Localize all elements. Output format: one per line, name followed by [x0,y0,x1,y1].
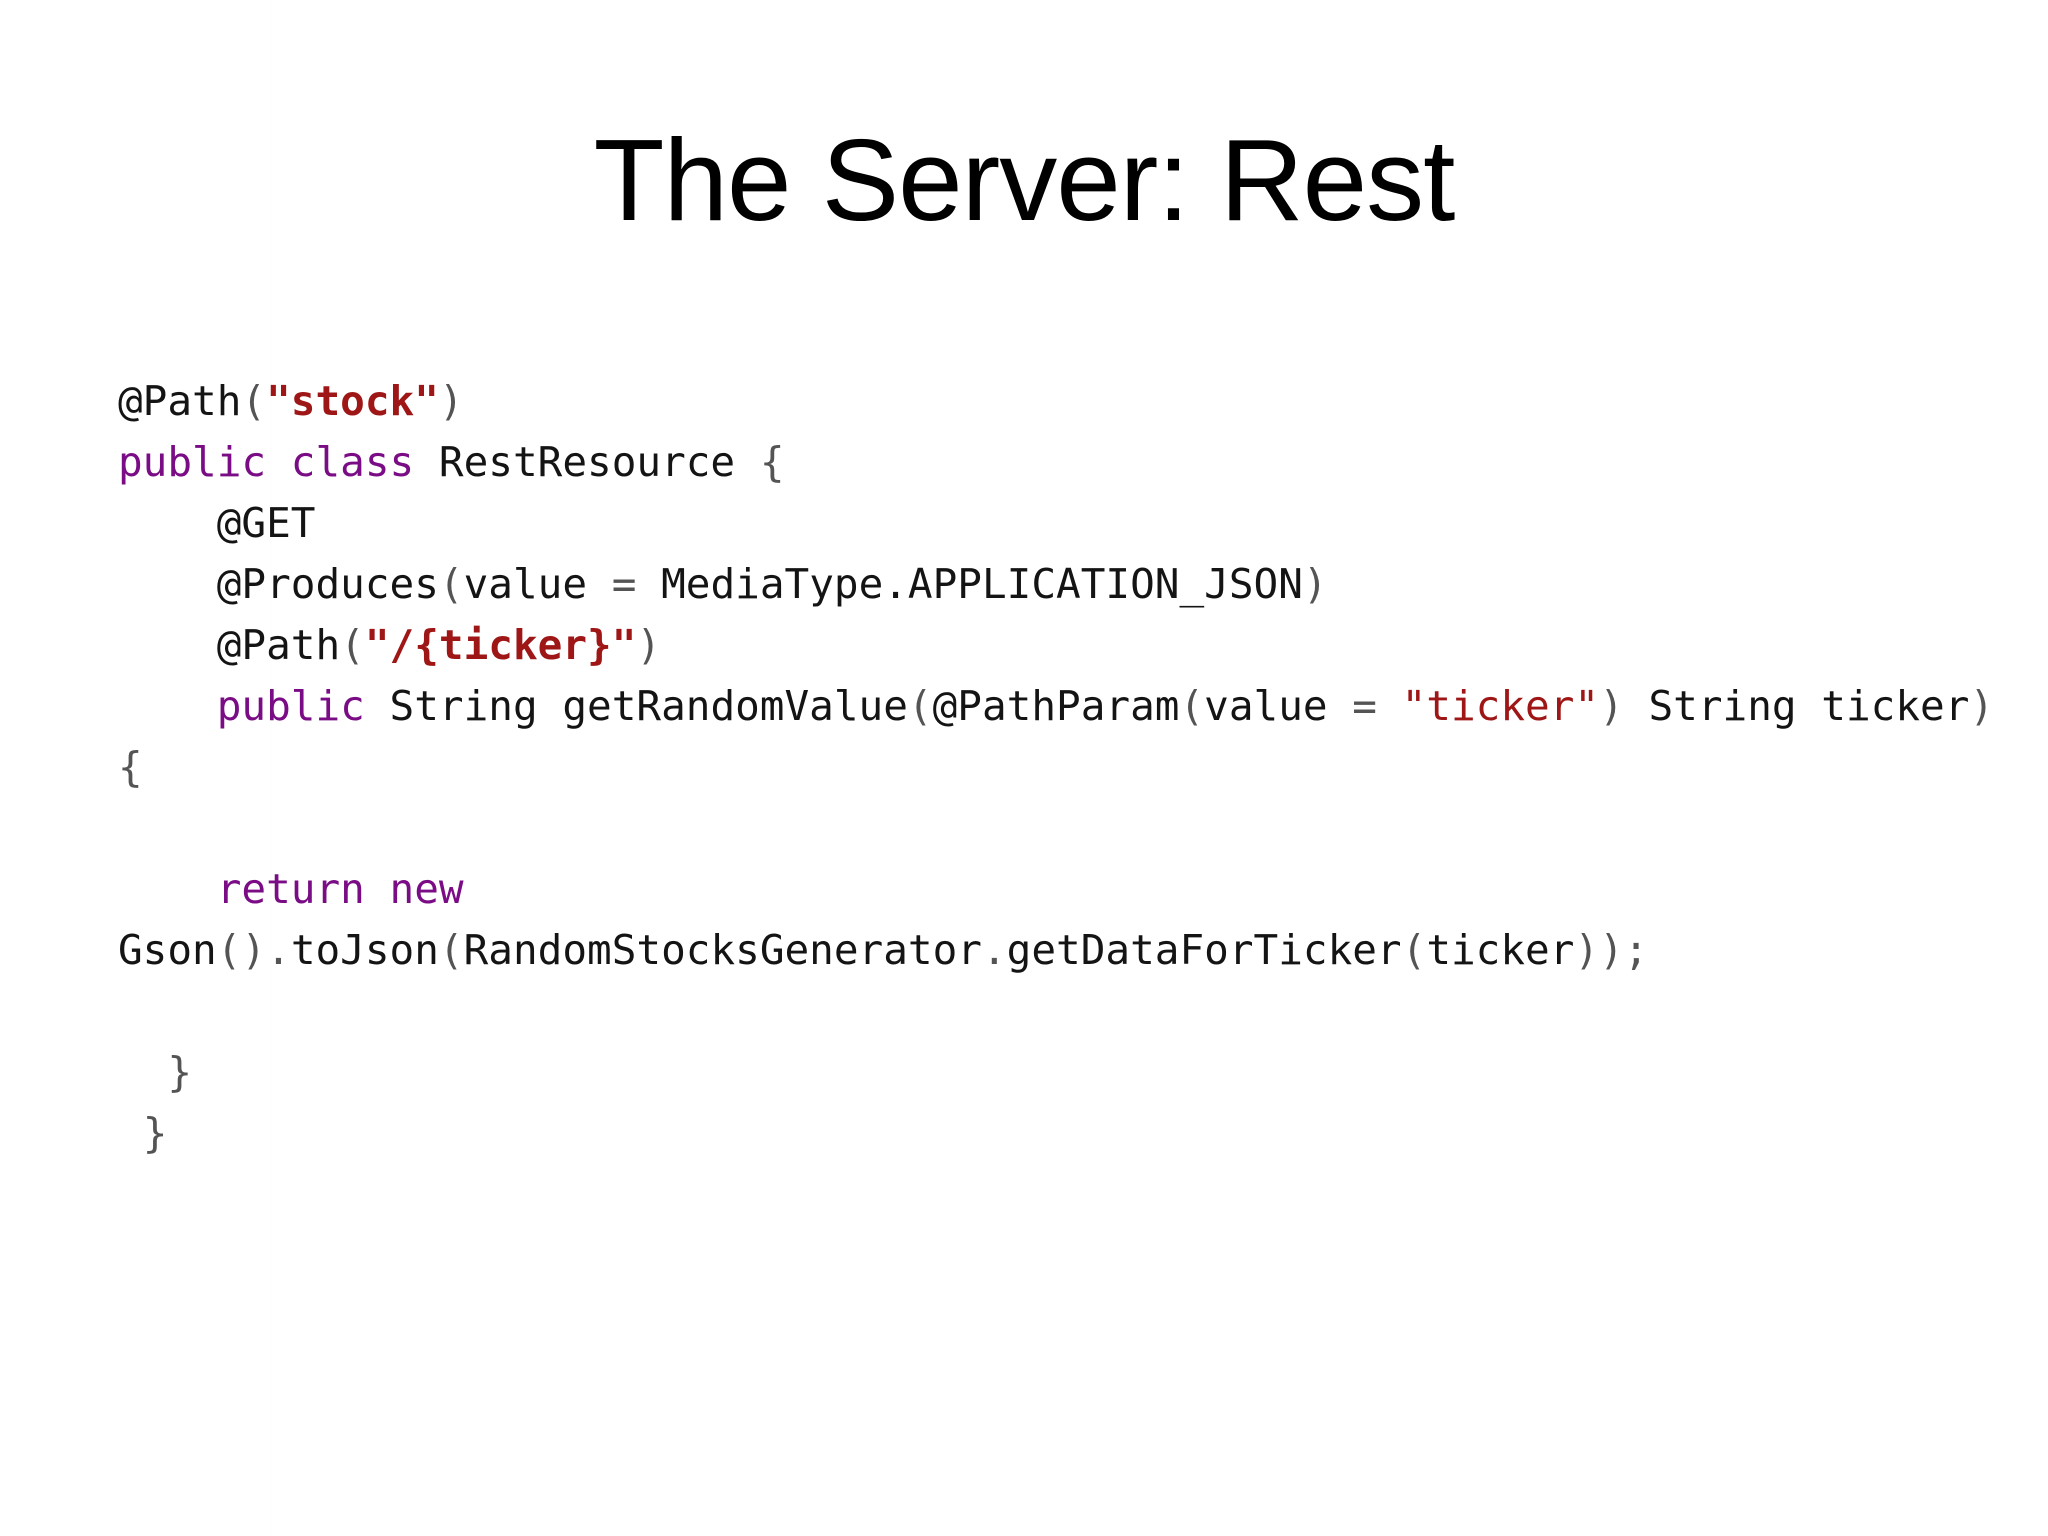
code-token-punct: ( [438,560,464,608]
page-seam-divider [271,0,272,1536]
code-line: @GET [118,493,2018,554]
code-token-punct: )); [1574,926,1649,974]
code-line: public class RestResource { [118,432,2018,493]
code-token-punct: ) [438,377,464,425]
code-token-plain: MediaType.APPLICATION_JSON [661,560,1303,608]
code-line [118,798,2018,859]
code-token-punct: ) { [118,682,2019,791]
code-token-punct: = [1352,682,1402,730]
code-token-anno: @GET [118,499,316,547]
code-token-punct: = [611,560,662,608]
code-token-plain: ticker [1426,926,1575,974]
code-token-str-b: "/{ticker}" [364,621,637,669]
code-token-plain: value [1204,682,1353,730]
code-token-punct: ( [907,682,933,730]
code-token-punct: } [118,1109,168,1157]
code-token-kw: public [118,682,390,730]
code-token-punct: ( [241,377,267,425]
code-line [118,981,2018,1042]
code-token-punct: ( [438,926,464,974]
code-token-kw: return new [118,865,489,913]
code-token-str: "ticker" [1401,682,1600,730]
code-token-plain: RandomStocksGenerator [463,926,982,974]
code-token-plain: toJson [290,926,439,974]
code-token-kw: public class [118,438,439,486]
code-token-punct: . [266,926,291,974]
code-token-punct: { [759,438,785,486]
code-token-plain: String ticker [1648,682,1970,730]
code-token-punct: ( [340,621,365,669]
code-token-plain: String getRandomValue [389,682,908,730]
code-token-anno: @PathParam [932,682,1180,730]
code-token-plain: Gson [118,926,217,974]
code-line: @Produces(value = MediaType.APPLICATION_… [118,554,2018,615]
page-title: The Server: Rest [593,114,1456,245]
code-line: } [118,1042,2018,1103]
code-token-plain: value [463,560,612,608]
code-token-punct: ) [636,621,662,669]
code-token-punct: ( [1179,682,1205,730]
code-token-punct: ) [1302,560,1328,608]
code-block: @Path("stock")public class RestResource … [118,371,2018,1164]
code-line: public String getRandomValue(@PathParam(… [118,676,2018,798]
code-token-punct: } [118,1048,193,1096]
code-line: @Path("/{ticker}") [118,615,2018,676]
code-line: return new Gson().toJson(RandomStocksGen… [118,859,2018,981]
code-token-plain: RestResource [438,438,760,486]
code-token-anno: @Produces [118,560,439,608]
code-token-anno: @Path [118,621,341,669]
code-line: @Path("stock") [118,371,2018,432]
code-token-plain: getDataForTicker [1006,926,1402,974]
code-token-punct: . [981,926,1007,974]
code-token-anno: @Path [118,377,242,425]
code-token-str-b: "stock" [266,377,439,425]
code-token-punct: () [216,926,267,974]
code-token-punct: ) [1599,682,1649,730]
code-line: } [118,1103,2018,1164]
code-token-punct: ( [1401,926,1427,974]
